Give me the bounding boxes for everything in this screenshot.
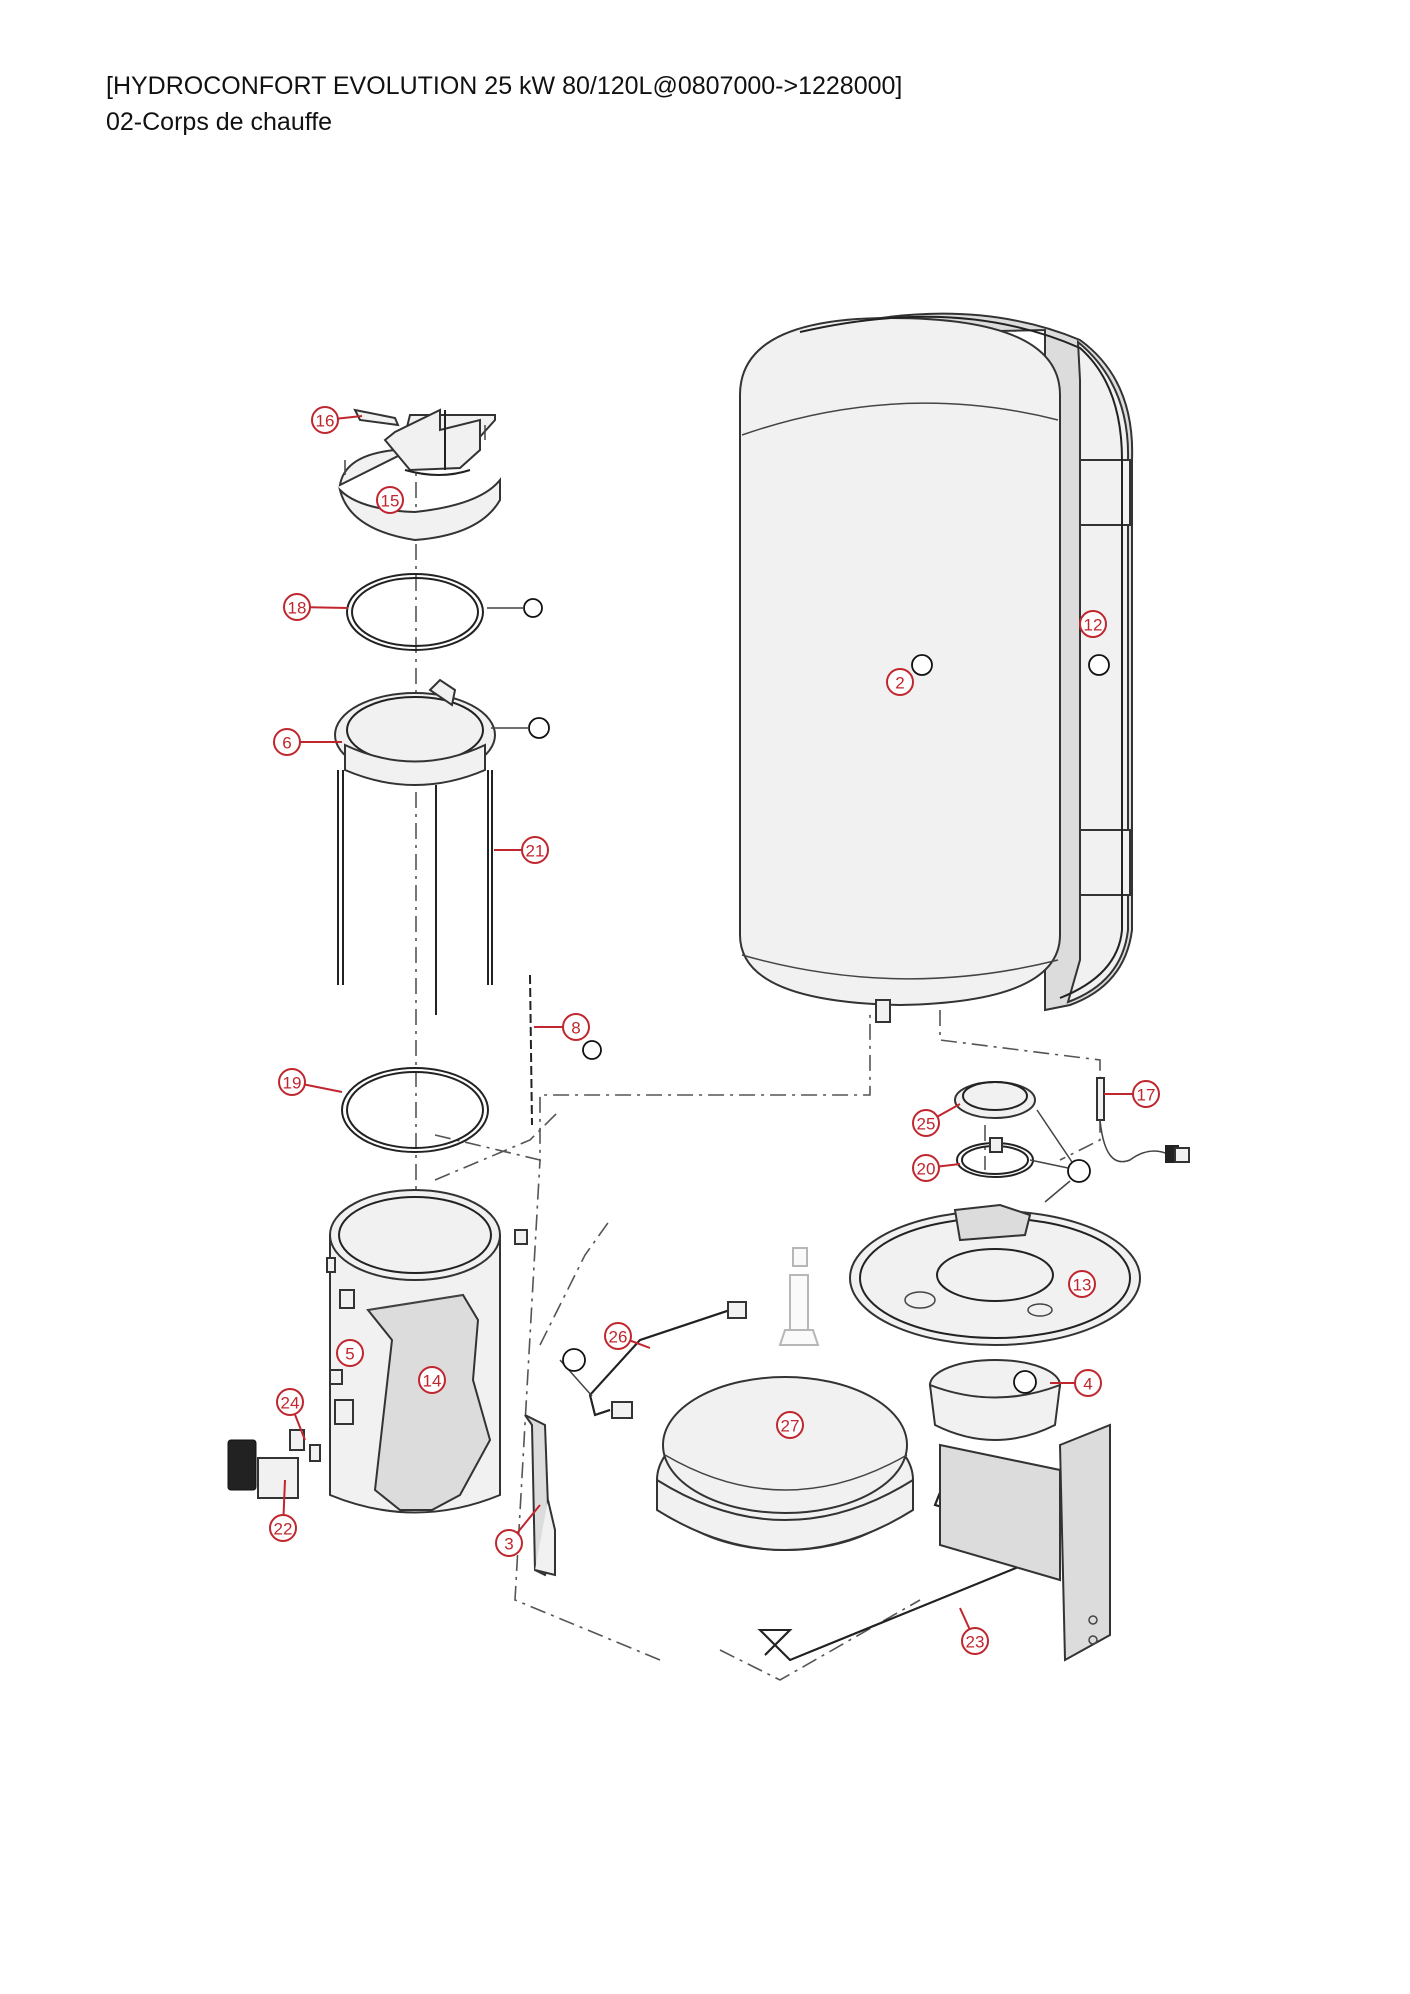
callout-circle-8 (562, 1013, 590, 1041)
expansion-vessel (656, 1376, 914, 1551)
callout-label-24: 24 (281, 1394, 300, 1413)
burner-head (338, 408, 501, 542)
callout-label-6: 6 (282, 734, 291, 753)
callout-circle-16 (311, 406, 339, 434)
callout-label-19: 19 (283, 1074, 302, 1093)
callout-label-8: 8 (571, 1019, 580, 1038)
callout-labels: 16 15 18 6 21 8 19 5 14 24 22 3 26 27 23 4 13 20 25 17 12 2 (269, 406, 1160, 1655)
callout-circle-26 (604, 1322, 632, 1350)
callout-label-3: 3 (504, 1535, 513, 1554)
callout-label-20: 20 (917, 1160, 936, 1179)
callout-circle-27 (776, 1411, 804, 1439)
callout-circle-6 (273, 728, 301, 756)
callout-label-4: 4 (1083, 1375, 1092, 1394)
turbulator (529, 974, 533, 1126)
sensor-probe (1096, 1077, 1190, 1163)
tank-seals (954, 1081, 1036, 1178)
callout-circle-25 (912, 1109, 940, 1137)
callout-label-27: 27 (781, 1417, 800, 1436)
callout-circle-17 (1132, 1080, 1160, 1108)
callout-label-12: 12 (1084, 616, 1103, 635)
flange-ring (334, 678, 496, 1015)
callout-label-21: 21 (526, 842, 545, 861)
callout-circle-24 (276, 1388, 304, 1416)
wall-bracket (939, 1423, 1111, 1662)
diagram-title: [HYDROCONFORT EVOLUTION 25 kW 80/120L@08… (106, 72, 903, 100)
base-plate (849, 1203, 1141, 1346)
callout-circle-5 (336, 1339, 364, 1367)
callout-label-18: 18 (288, 599, 307, 618)
bracket (524, 1414, 556, 1577)
assembly-axes (415, 420, 1101, 1681)
callout-label-14: 14 (423, 1372, 442, 1391)
callout-label-17: 17 (1137, 1086, 1156, 1105)
callout-circle-4 (1074, 1369, 1102, 1397)
callout-circle-2 (886, 668, 914, 696)
diagram-subtitle: 02-Corps de chauffe (106, 108, 333, 136)
cup-holder (928, 1359, 1062, 1441)
callout-circle-15 (376, 486, 404, 514)
drain-valve (778, 1247, 820, 1346)
gaskets (341, 573, 489, 1153)
callout-label-23: 23 (966, 1633, 985, 1652)
callout-label-16: 16 (316, 412, 335, 431)
heat-exchanger-body (326, 1189, 528, 1514)
callout-circle-19 (278, 1068, 306, 1096)
callout-circle-20 (912, 1154, 940, 1182)
connection-pipe (559, 1301, 747, 1419)
storage-tank (739, 312, 1134, 1023)
callout-label-26: 26 (609, 1328, 628, 1347)
page-header: [HYDROCONFORT EVOLUTION 25 kW 80/120L@08… (106, 68, 902, 140)
callout-circle-22 (269, 1514, 297, 1542)
callout-circle-18 (283, 593, 311, 621)
callout-circle-12 (1079, 610, 1107, 638)
callout-label-22: 22 (274, 1520, 293, 1539)
callout-circle-14 (418, 1366, 446, 1394)
callout-circle-3 (495, 1529, 523, 1557)
callout-label-15: 15 (381, 492, 400, 511)
callout-label-5: 5 (345, 1345, 354, 1364)
igniter-assembly (227, 1429, 321, 1499)
callout-label-25: 25 (917, 1115, 936, 1134)
callout-label-2: 2 (895, 674, 904, 693)
callout-circle-13 (1068, 1270, 1096, 1298)
callout-circle-23 (961, 1627, 989, 1655)
reference-markers (487, 598, 1110, 1394)
callout-circle-21 (521, 836, 549, 864)
callout-label-13: 13 (1073, 1276, 1092, 1295)
